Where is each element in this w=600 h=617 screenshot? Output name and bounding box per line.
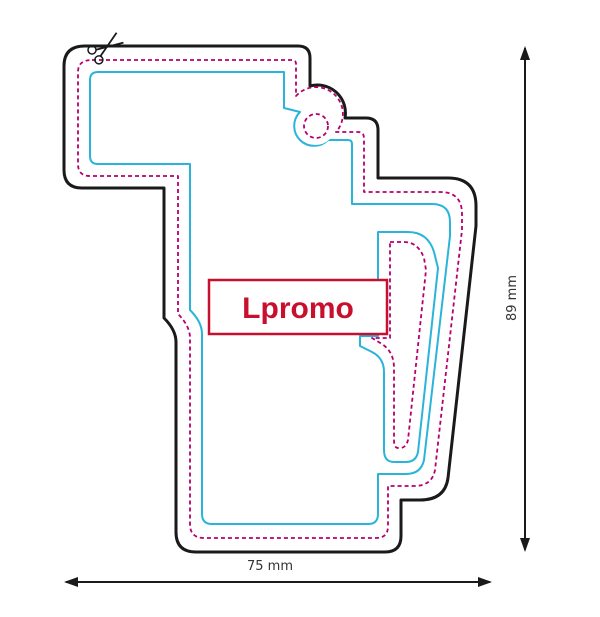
logo-box bbox=[207, 278, 389, 336]
handle-safe-line bbox=[359, 231, 439, 463]
handle-bleed-line bbox=[371, 241, 427, 449]
safe-line-outline bbox=[89, 71, 451, 525]
hang-hole-cut bbox=[297, 107, 335, 145]
bleed-line-outline bbox=[77, 59, 463, 539]
width-dimension-label: 75 mm bbox=[247, 559, 293, 574]
logo-text: Lpromo bbox=[242, 292, 354, 325]
height-dimension-label: 89 mm bbox=[505, 275, 520, 321]
hang-hole-bleed bbox=[303, 113, 329, 139]
scissors-icon bbox=[87, 32, 124, 65]
